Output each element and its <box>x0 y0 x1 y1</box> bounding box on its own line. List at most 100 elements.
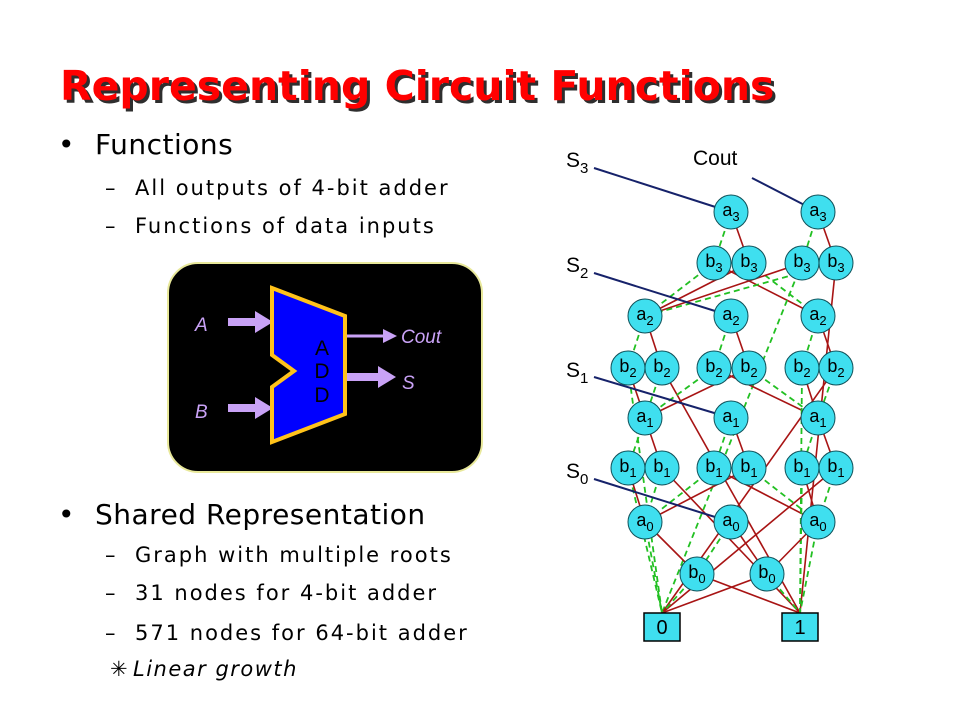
dash-marker: – <box>105 581 118 605</box>
bdd-node-var: b <box>827 356 837 376</box>
bdd-root-edge <box>593 478 732 523</box>
bdd-node-var: b <box>827 251 837 271</box>
bdd-node-var: b <box>619 356 629 376</box>
bdd-node-circle <box>713 504 749 540</box>
bdd-node-label: a0 <box>636 510 653 534</box>
bdd-node-label: a0 <box>809 510 826 534</box>
adder-block-letter: D <box>314 384 329 407</box>
bdd-node-subscript: 1 <box>837 465 844 480</box>
bullet-marker: • <box>58 498 76 531</box>
bdd-node-subscript: 1 <box>646 415 653 430</box>
sub-bullet-item: – All outputs of 4-bit adder <box>0 175 540 201</box>
bdd-node-var: b <box>740 251 750 271</box>
bdd-node: a1 <box>627 400 663 436</box>
bdd-node-var: b <box>705 456 715 476</box>
bdd-node-label: b2 <box>619 356 636 380</box>
bdd-node-circle <box>627 298 663 334</box>
bdd-node-subscript: 1 <box>629 465 636 480</box>
bdd-node-label: b2 <box>705 356 722 380</box>
bdd-node-subscript: 1 <box>715 465 722 480</box>
bdd-terminal-label: 0 <box>656 617 667 639</box>
bdd-node: a2 <box>800 298 836 334</box>
sub-bullet-text: Linear growth <box>133 657 298 681</box>
bdd-node: b1 <box>731 450 767 486</box>
bdd-node: a1 <box>713 400 749 436</box>
bdd-node: b2 <box>731 350 767 386</box>
bdd-node-label: a3 <box>722 200 739 224</box>
sub-bullet-item: ✳ Linear growth <box>0 656 540 682</box>
bdd-node-circle <box>818 350 854 386</box>
sub-bullet-text: All outputs of 4-bit adder <box>135 176 450 200</box>
bdd-node-label: b3 <box>705 251 722 275</box>
bdd-node-label: b1 <box>740 456 757 480</box>
bdd-node-circle <box>818 450 854 486</box>
input-b-arrowhead <box>255 397 273 419</box>
bdd-node-subscript: 2 <box>663 365 670 380</box>
bdd-node-subscript: 0 <box>819 519 826 534</box>
bdd-node-label: b2 <box>653 356 670 380</box>
bdd-node-circle <box>731 350 767 386</box>
bdd-node-subscript: 2 <box>819 313 826 328</box>
bdd-node-circle <box>627 400 663 436</box>
bdd-node-var: a <box>722 406 733 426</box>
bdd-node: a3 <box>800 194 836 230</box>
bdd-node-subscript: 1 <box>819 415 826 430</box>
sum-arrowhead <box>378 366 396 388</box>
bdd-node-var: b <box>758 562 768 582</box>
bdd-node: b1 <box>610 450 646 486</box>
bdd-node-circle <box>800 194 836 230</box>
bdd-node-subscript: 3 <box>732 209 739 224</box>
bdd-node-var: a <box>809 406 820 426</box>
bdd-high-edge <box>644 262 803 317</box>
dash-marker: – <box>105 176 118 200</box>
bdd-low-edge <box>766 573 801 614</box>
bdd-node-subscript: 0 <box>646 519 653 534</box>
sub-bullet-item: – Graph with multiple roots <box>0 542 540 568</box>
bdd-node: b1 <box>644 450 680 486</box>
bdd-node: b3 <box>818 245 854 281</box>
bdd-node-circle <box>749 556 785 592</box>
bdd-node-circle <box>818 245 854 281</box>
adder-diagram: A D D A B Cout S <box>167 262 483 473</box>
dash-marker: – <box>105 543 118 567</box>
bdd-node: b2 <box>784 350 820 386</box>
bullet-text: Shared Representation <box>95 498 426 531</box>
sub-bullet-text: Graph with multiple roots <box>135 543 453 567</box>
adder-block-letter: D <box>314 360 329 383</box>
bdd-node: a0 <box>800 504 836 540</box>
bdd-node-label: b3 <box>740 251 757 275</box>
bdd-node-label: b1 <box>827 456 844 480</box>
bdd-node-circle <box>627 504 663 540</box>
bdd-node-var: b <box>740 456 750 476</box>
bdd-node-var: b <box>827 456 837 476</box>
bdd-terminal-box <box>781 612 819 642</box>
bdd-node-label: a1 <box>809 406 826 430</box>
sub-bullet-item: – Functions of data inputs <box>0 213 540 239</box>
bdd-node-subscript: 1 <box>803 465 810 480</box>
bdd-node: a1 <box>800 400 836 436</box>
bdd-node-label: b1 <box>705 456 722 480</box>
bdd-node: b3 <box>696 245 732 281</box>
bdd-node-subscript: 3 <box>750 260 757 275</box>
bdd-node-subscript: 2 <box>715 365 722 380</box>
bdd-node-var: a <box>722 304 733 324</box>
bdd-node-label: b0 <box>758 562 775 586</box>
cout-label: Cout <box>401 327 442 348</box>
bullet-text: Functions <box>95 128 234 161</box>
bdd-root-name: S <box>566 460 580 483</box>
bdd-root-name: S <box>566 254 580 277</box>
sub-bullet-text: 571 nodes for 64-bit adder <box>135 621 469 645</box>
sub-bullet-text: 31 nodes for 4-bit adder <box>135 581 439 605</box>
bdd-low-edge <box>661 573 698 614</box>
bdd-node: a2 <box>627 298 663 334</box>
bdd-node-subscript: 3 <box>803 260 810 275</box>
bdd-node-label: b2 <box>827 356 844 380</box>
asterisk-marker-icon: ✳ <box>110 657 128 681</box>
bdd-node-var: a <box>636 510 647 530</box>
bdd-terminal-label: 1 <box>794 617 805 639</box>
bdd-node-subscript: 1 <box>750 465 757 480</box>
bdd-root-label: S2 <box>566 254 588 282</box>
